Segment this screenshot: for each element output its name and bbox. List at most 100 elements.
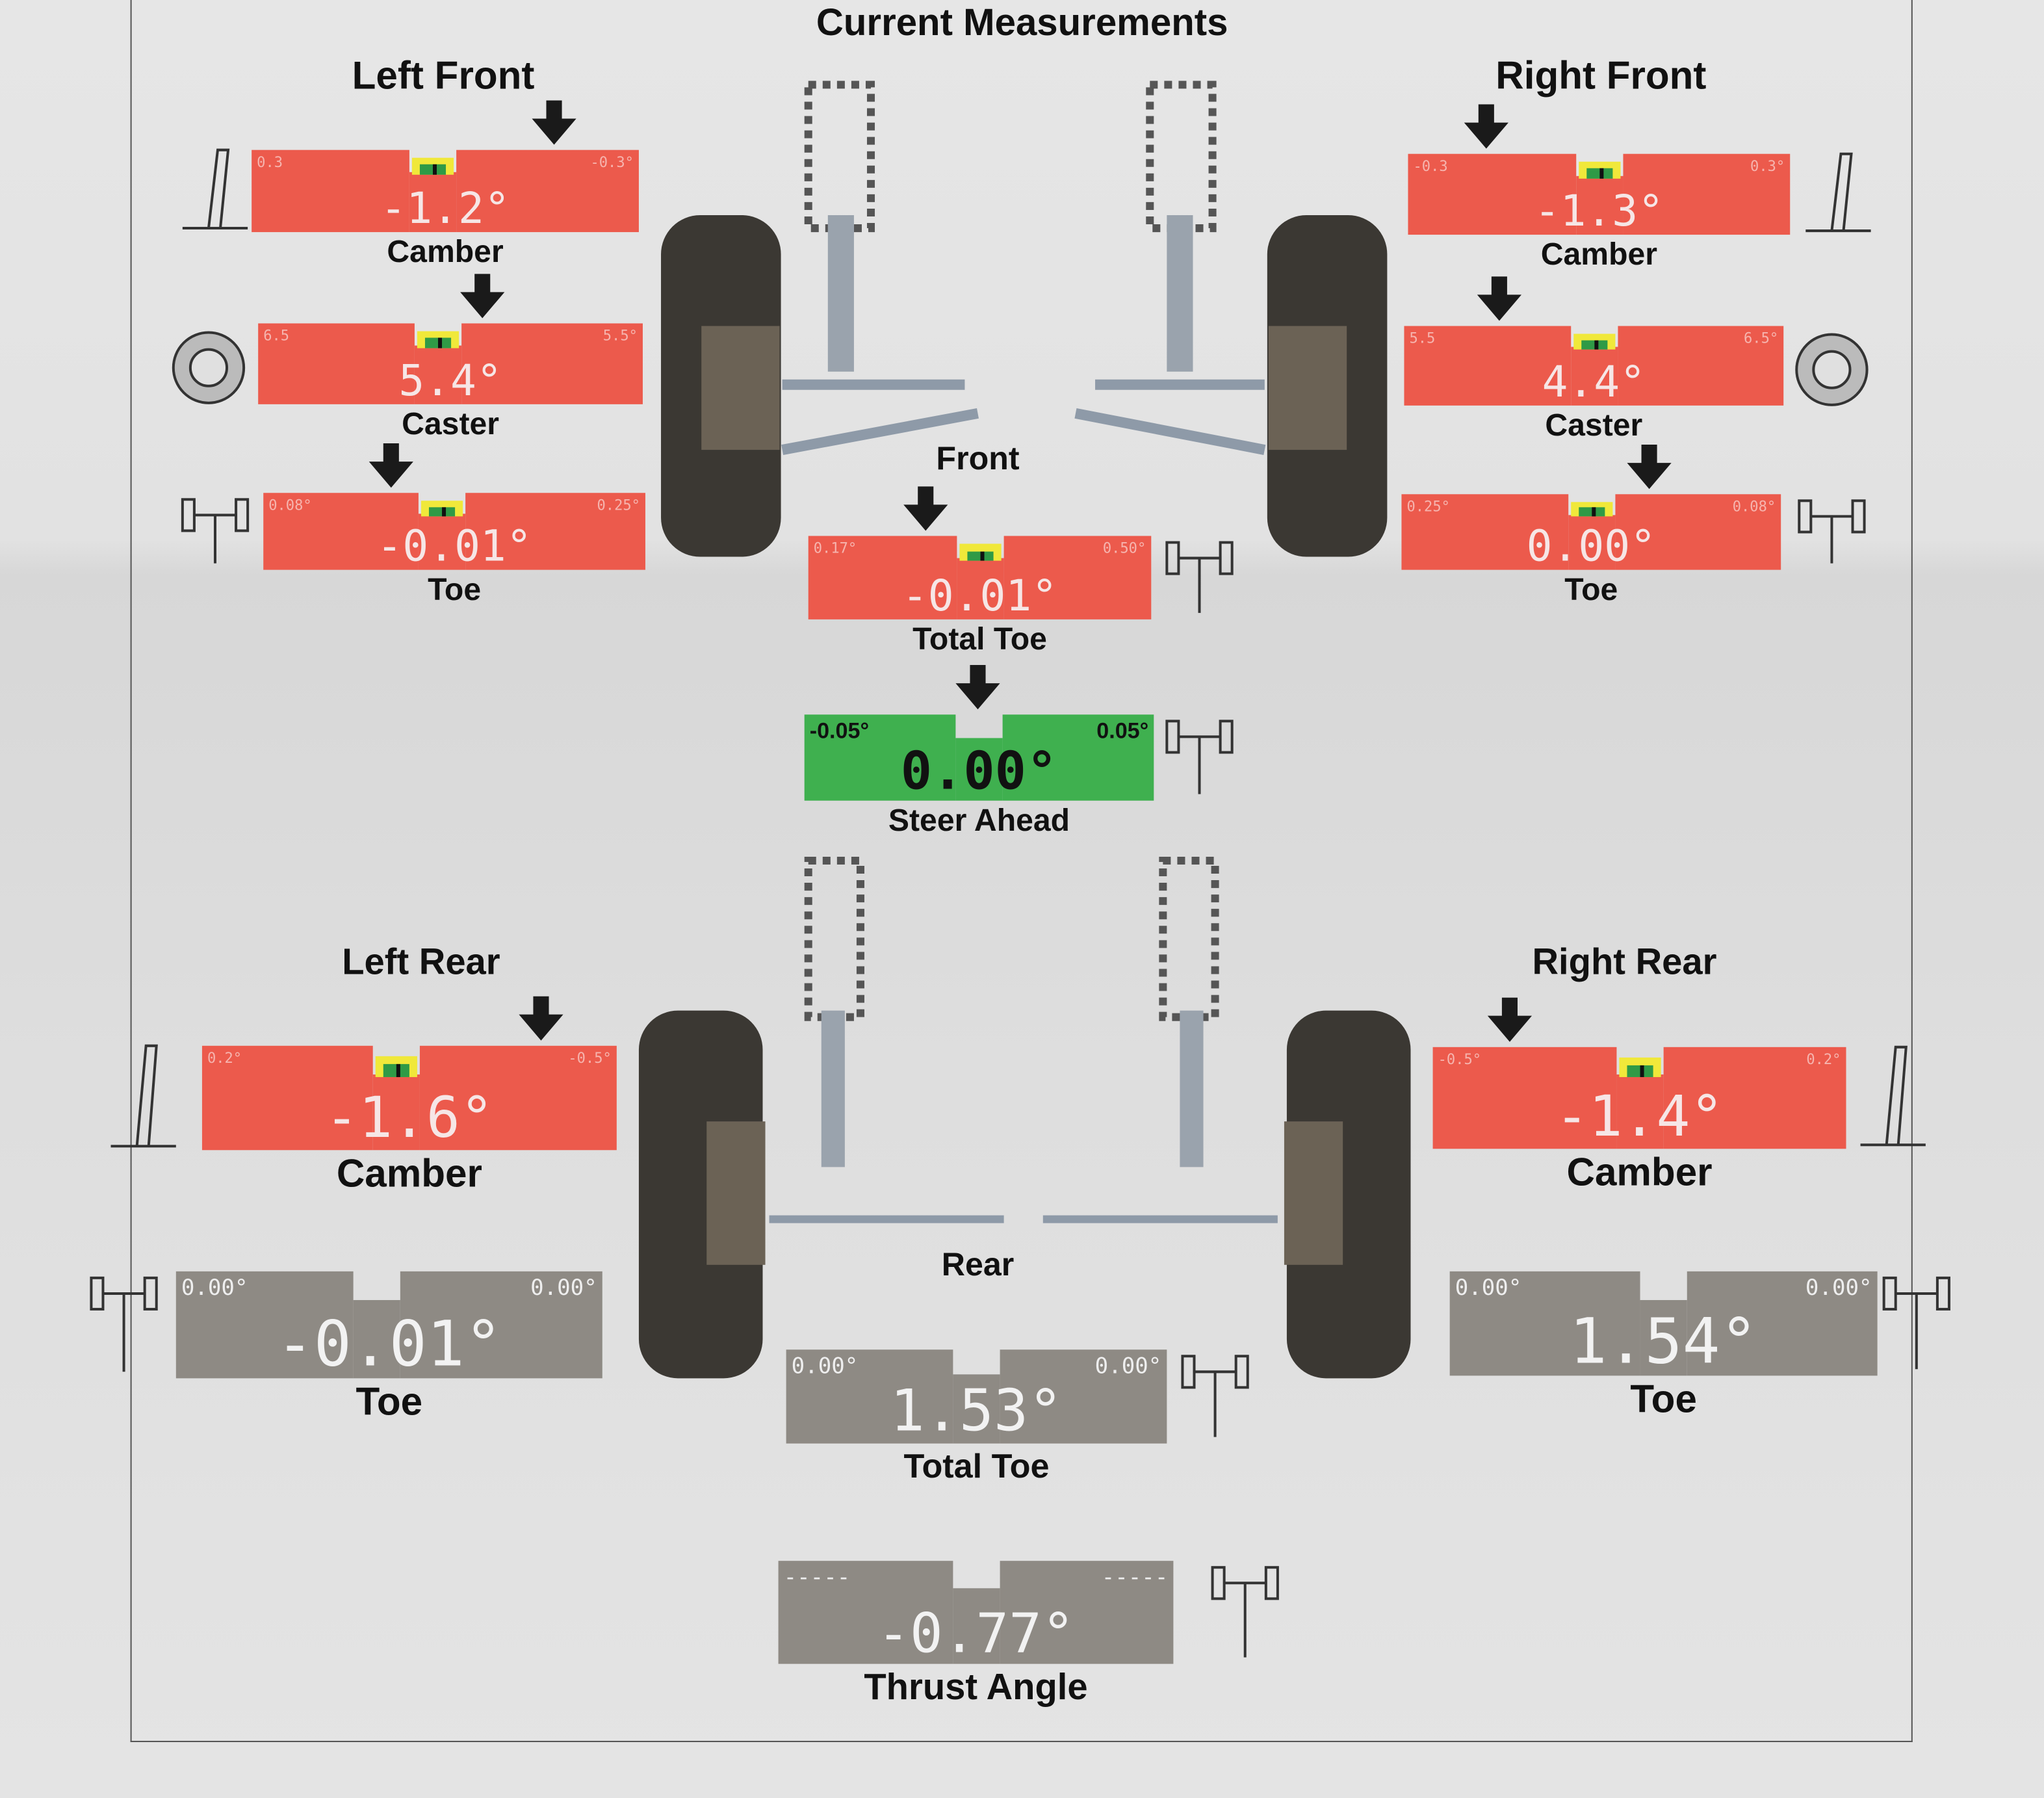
range-max-label: -0.3° — [590, 153, 634, 171]
range-max-label: 0.00° — [530, 1275, 597, 1301]
range-max-label: 0.05° — [1096, 718, 1149, 744]
range-min-label: -0.5° — [1438, 1050, 1482, 1068]
rear-left-wheel-illustration — [638, 856, 1004, 1379]
measurement-value: -0.01° — [276, 1308, 502, 1381]
caster-icon — [1792, 319, 1870, 418]
arrow-down-icon — [530, 100, 577, 147]
total-toe-icon — [1160, 529, 1238, 632]
gauge-label: Total Toe — [903, 1446, 1050, 1485]
total-toe-icon — [1176, 1343, 1254, 1457]
section-right-front: Right Front — [1495, 55, 1707, 98]
page-title: Current Measurements — [816, 3, 1228, 45]
front-right-wheel-illustration — [1074, 81, 1388, 557]
range-max-label: 0.08° — [1732, 498, 1776, 515]
gauge-label: Thrust Angle — [864, 1666, 1088, 1707]
gauge-label: Toe — [1564, 572, 1618, 608]
camber-icon — [1854, 1041, 1932, 1162]
range-min-label: 6.5 — [263, 327, 290, 345]
toe-icon — [1792, 488, 1870, 582]
range-max-label: 0.25° — [597, 497, 640, 514]
gauge-label: Camber — [1540, 237, 1658, 273]
arrow-down-icon — [1476, 276, 1523, 323]
gauge-front-total-toe: 0.17° 0.50° -0.01° — [808, 536, 1152, 621]
gauge-rr-toe: 0.00°0.00°1.54° — [1449, 1271, 1878, 1376]
range-max-label: ----- — [1101, 1565, 1169, 1591]
steer-ahead-icon — [1160, 708, 1238, 813]
arrow-down-icon — [1486, 997, 1533, 1045]
gauge-label: Toe — [356, 1381, 423, 1424]
page-border — [130, 0, 1913, 1743]
measurement-value: -0.01° — [901, 569, 1058, 621]
range-min-label: -0.05° — [809, 718, 870, 744]
range-max-label: 0.00° — [1805, 1275, 1872, 1301]
measurement-value: 0.00° — [900, 742, 1058, 802]
gauge-label: Total Toe — [912, 621, 1047, 658]
camber-icon — [176, 144, 254, 245]
range-min-label: 0.3 — [257, 153, 283, 171]
range-min-label: ----- — [783, 1565, 851, 1591]
tolerance-marker-icon — [411, 158, 454, 175]
range-max-label: 0.50° — [1102, 540, 1146, 557]
range-min-label: 0.17° — [813, 540, 857, 557]
range-max-label: 0.3° — [1750, 157, 1785, 175]
range-max-label: -0.5° — [568, 1049, 612, 1067]
gauge-label: Camber — [1566, 1151, 1713, 1195]
gauge-label: Steer Ahead — [888, 803, 1070, 839]
gauge-lf-toe: 0.08°0.25°-0.01° — [263, 493, 645, 570]
section-right-rear: Right Rear — [1532, 941, 1717, 982]
section-rear: Rear — [941, 1246, 1015, 1283]
range-min-label: 0.2° — [207, 1049, 242, 1067]
gauge-lr-toe: 0.00° 0.00° -0.01° — [175, 1271, 602, 1381]
tolerance-marker-icon — [416, 331, 459, 348]
rear-right-wheel-illustration — [1042, 856, 1411, 1379]
section-left-rear: Left Rear — [342, 941, 500, 982]
range-max-label: 6.5° — [1744, 330, 1779, 347]
gauge-steer-ahead: -0.05° 0.05° 0.00° — [804, 714, 1154, 802]
range-min-label: 0.25° — [1406, 498, 1450, 515]
gauge-thrust-angle: -----------0.77° — [778, 1561, 1174, 1664]
section-front: Front — [936, 441, 1020, 478]
measurement-value: -1.3° — [1534, 185, 1664, 237]
range-min-label: 0.00° — [791, 1353, 859, 1380]
camber-icon — [1799, 148, 1877, 248]
tolerance-marker-icon — [375, 1056, 417, 1077]
range-min-label: 0.00° — [181, 1275, 248, 1301]
front-left-wheel-illustration — [661, 81, 979, 557]
gauge-lf-camber: 0.3-0.3°-1.2° — [252, 150, 639, 233]
arrow-down-icon — [954, 665, 1001, 712]
measurement-value: -1.4° — [1555, 1084, 1724, 1151]
camber-icon — [104, 1039, 182, 1164]
gauge-rf-toe: 0.25° 0.08° 0.00° — [1401, 494, 1781, 571]
arrow-down-icon — [1625, 445, 1672, 491]
arrow-down-icon — [1463, 104, 1510, 151]
caster-icon — [170, 317, 248, 417]
tolerance-marker-icon — [1618, 1057, 1661, 1078]
gauge-label: Toe — [1630, 1378, 1697, 1422]
measurement-value: 1.53° — [890, 1378, 1063, 1445]
suspension-illustration — [638, 81, 1411, 1379]
gauge-label: Camber — [336, 1153, 482, 1196]
range-min-label: 0.08° — [268, 497, 312, 514]
gauge-rear-total-toe: 0.00° 0.00° 1.53° — [786, 1349, 1167, 1445]
tolerance-marker-icon — [1570, 501, 1612, 517]
range-max-label: 0.00° — [1094, 1353, 1162, 1380]
arrow-down-icon — [517, 996, 564, 1043]
gauge-label: Caster — [402, 406, 500, 443]
toe-icon — [1878, 1265, 1956, 1389]
measurement-value: 0.00° — [1526, 520, 1656, 571]
gauge-rr-camber: -0.5° 0.2° -1.4° — [1432, 1047, 1846, 1151]
toe-icon — [176, 486, 254, 582]
measurement-value: 5.4° — [398, 354, 502, 406]
toe-icon — [84, 1265, 162, 1392]
gauge-rf-camber: -0.3 0.3° -1.3° — [1408, 153, 1791, 237]
tolerance-marker-icon — [1573, 333, 1615, 350]
range-max-label: 5.5° — [602, 327, 638, 345]
tolerance-marker-icon — [1578, 162, 1620, 178]
gauge-label: Caster — [1545, 408, 1643, 444]
thrust-angle-icon — [1206, 1554, 1284, 1677]
range-max-label: 0.2° — [1806, 1050, 1841, 1068]
range-min-label: -0.3 — [1413, 157, 1448, 175]
section-left-front: Left Front — [352, 55, 535, 98]
